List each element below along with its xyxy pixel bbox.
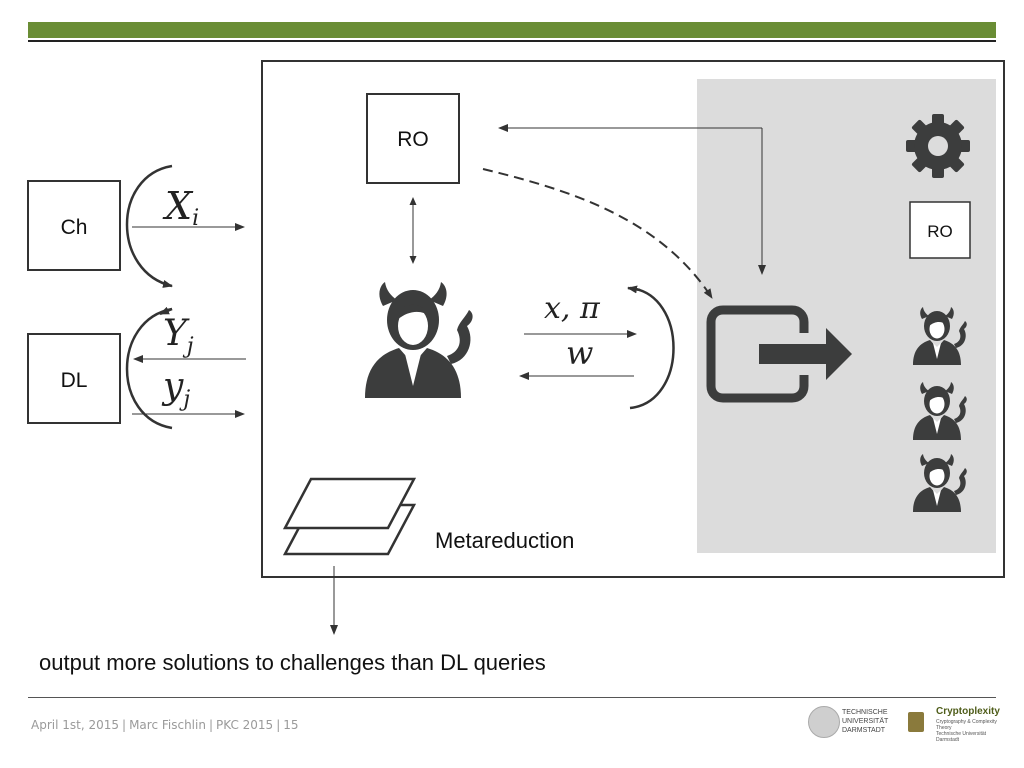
- rewind-loop-arrowhead: [627, 285, 641, 294]
- lock-icon: [908, 712, 924, 732]
- university-logo: TECHNISCHE UNIVERSITÄT DARMSTADT: [808, 706, 888, 740]
- simulated-ro-label: RO: [927, 222, 953, 241]
- footer-date: April 1st, 2015: [31, 718, 120, 732]
- cryptoplexity-logo: Cryptoplexity Cryptography & Complexity …: [906, 704, 1000, 743]
- dl-y-upper-label: Yj: [163, 313, 194, 359]
- stacked-layers-icon: [282, 477, 417, 556]
- footer-conference: PKC 2015: [216, 718, 274, 732]
- simulated-ro-box: RO: [909, 201, 971, 259]
- random-oracle-label: RO: [397, 128, 429, 151]
- x-pi-label: x, π: [544, 291, 601, 326]
- rewind-loop-arrow: [629, 286, 675, 410]
- footer: April 1st, 2015|Marc Fischlin|PKC 2015|1…: [31, 718, 299, 732]
- random-oracle-box: RO: [366, 93, 460, 184]
- rewind-arrow-icon: [706, 305, 852, 403]
- challenger-box: Ch: [27, 180, 121, 271]
- university-seal-icon: [808, 706, 840, 738]
- challenger-label: Ch: [61, 216, 88, 239]
- conclusion-text: output more solutions to challenges than…: [39, 650, 546, 675]
- dl-oracle-box: DL: [27, 333, 121, 424]
- challenge-loop-arrow: [125, 164, 173, 288]
- dl-oracle-label: DL: [61, 369, 88, 392]
- university-name: TECHNISCHE UNIVERSITÄT DARMSTADT: [842, 709, 889, 734]
- w-label: w: [566, 334, 593, 372]
- cryptoplexity-brand: Cryptoplexity: [936, 706, 1000, 717]
- cryptoplexity-tagline: Cryptography & Complexity Theory Technis…: [936, 719, 997, 743]
- dl-loop-arrowhead: [159, 306, 173, 316]
- footer-author: Marc Fischlin: [129, 718, 206, 732]
- footer-rule: [28, 697, 996, 698]
- header-rule: [28, 40, 996, 42]
- ro-programming-dashed-arrow: [482, 168, 713, 299]
- metareduction-diagram: Ch DL RO RO Xi Yj yj x, π w: [27, 60, 1005, 635]
- metareduction-label: Metareduction: [435, 528, 574, 553]
- footer-page-number: 15: [283, 718, 299, 732]
- gear-icon: [906, 114, 970, 178]
- challenge-x-i-label: Xi: [162, 184, 199, 231]
- dl-loop-arrow: [125, 307, 173, 430]
- header-accent-bar: [28, 22, 996, 38]
- dl-y-lower-label: yj: [161, 366, 190, 412]
